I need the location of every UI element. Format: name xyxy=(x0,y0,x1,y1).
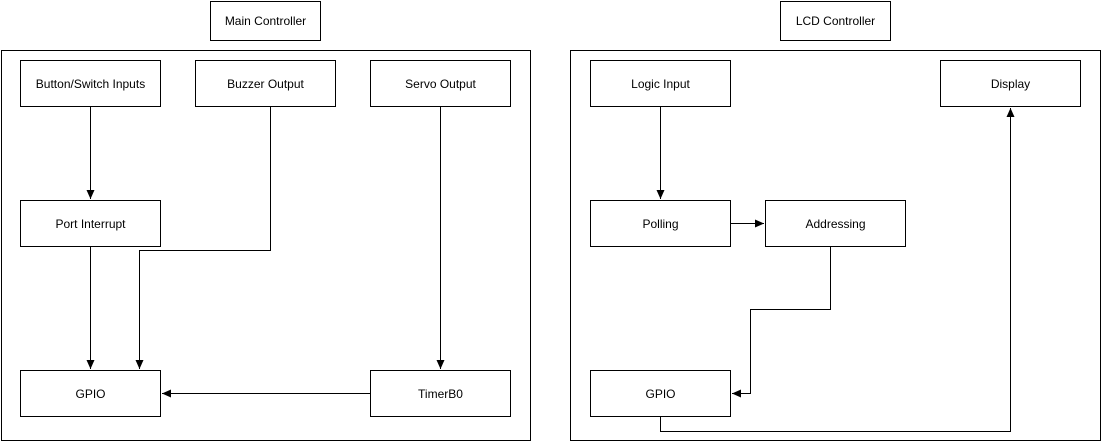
display-node: Display xyxy=(940,60,1081,107)
lcd-gpio-node: GPIO xyxy=(590,370,731,417)
main-controller-title: Main Controller xyxy=(210,1,321,41)
logic-input-node: Logic Input xyxy=(590,60,731,107)
port-interrupt-node: Port Interrupt xyxy=(20,200,161,247)
polling-node: Polling xyxy=(590,200,731,247)
timerb0-node: TimerB0 xyxy=(370,370,511,417)
servo-output-node: Servo Output xyxy=(370,60,511,107)
main-gpio-node: GPIO xyxy=(20,370,161,417)
lcd-controller-title: LCD Controller xyxy=(780,1,891,41)
addressing-node: Addressing xyxy=(765,200,906,247)
buzzer-output-node: Buzzer Output xyxy=(195,60,336,107)
button-switch-inputs-node: Button/Switch Inputs xyxy=(20,60,161,107)
